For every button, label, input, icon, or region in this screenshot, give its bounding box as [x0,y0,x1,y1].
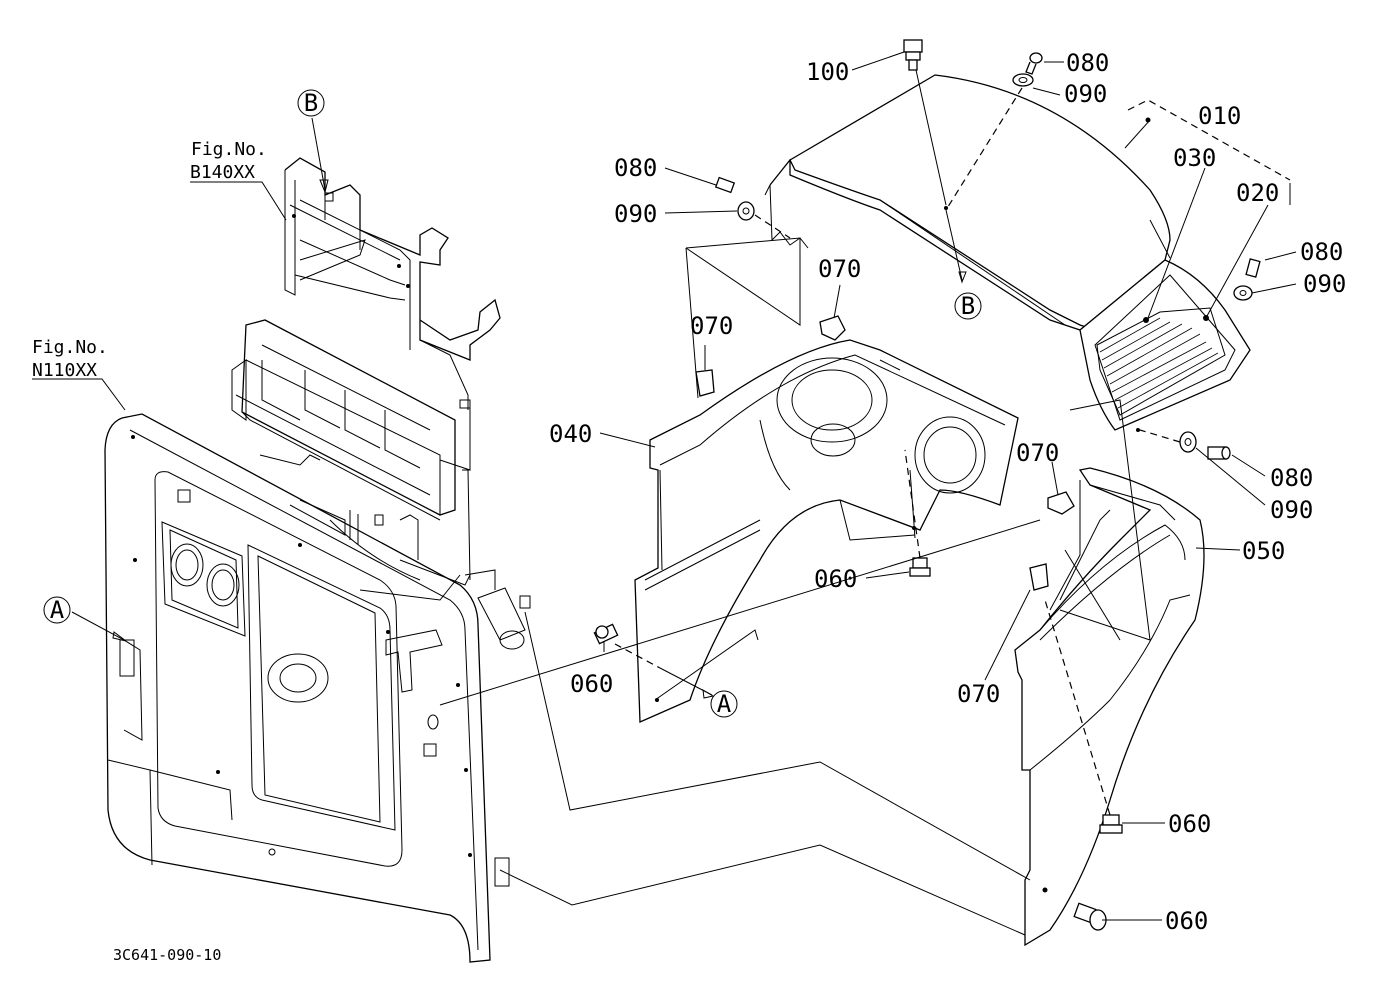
label-070-right: 070 [1016,439,1059,467]
clip-070-d [1029,563,1049,591]
label-070-left: 070 [690,312,733,340]
label-080-right-upper: 080 [1300,238,1343,266]
fig-ref-n110: N110XX [32,360,97,381]
label-090-top: 090 [1064,80,1107,108]
label-060-right-lower: 060 [1165,907,1208,935]
label-090-right-upper: 090 [1303,270,1346,298]
label-070-lower-right: 070 [957,680,1000,708]
label-060-left: 060 [570,670,613,698]
callout-labels: 100 080 090 010 030 020 080 090 080 090 … [549,49,1346,935]
svg-text:B: B [304,89,318,117]
bolt-100 [903,39,923,71]
figure-references: Fig.No. B140XX Fig.No. N110XX [32,139,267,381]
svg-text:A: A [717,690,732,718]
fig-ref-b140: B140XX [190,162,255,183]
fig-label-b140: Fig.No. [191,139,267,160]
hatched-vent [1096,307,1226,416]
upper-frame-structure [231,319,531,650]
screw-080-left [714,176,755,221]
label-010: 010 [1198,102,1241,130]
svg-text:A: A [50,596,65,624]
marker-a-center: A [710,690,738,718]
leader-lines [32,51,1297,936]
clip-070-c [1047,491,1075,515]
bolt-060-center [909,557,931,577]
label-030: 030 [1173,144,1216,172]
label-080-left: 080 [614,154,657,182]
bracket-assembly [284,157,501,601]
drawing-code: 3C641-090-10 [113,946,221,964]
label-060-right-upper: 060 [1168,810,1211,838]
label-040: 040 [549,420,592,448]
bolt-060-left [593,623,619,645]
marker-b-hood: B [954,292,982,320]
screw-080-right-upper [1233,258,1261,301]
clip-070-a [819,315,846,341]
dash-panel-assembly [104,413,491,963]
part-040-panel [634,339,1019,723]
label-090-right-lower: 090 [1270,496,1313,524]
clip-070-b [695,369,715,397]
label-050: 050 [1242,537,1285,565]
label-090-left: 090 [614,200,657,228]
label-080-top: 080 [1066,49,1109,77]
screw-080-top [1012,52,1043,87]
bolt-060-right-lower [1073,902,1107,931]
label-100: 100 [806,58,849,86]
marker-a-left: A [43,596,71,624]
fig-label-n110: Fig.No. [32,337,108,358]
label-060-center: 060 [814,565,857,593]
label-070-center: 070 [818,255,861,283]
bolt-060-right-upper [1099,814,1123,834]
svg-text:B: B [961,292,975,320]
marker-b-top: B [297,89,325,117]
fasteners [593,39,1261,931]
label-020: 020 [1236,179,1279,207]
part-010-hood [764,74,1251,432]
part-050-panel [1014,467,1205,947]
label-080-right-lower: 080 [1270,464,1313,492]
reference-markers: B B A A [43,89,982,718]
